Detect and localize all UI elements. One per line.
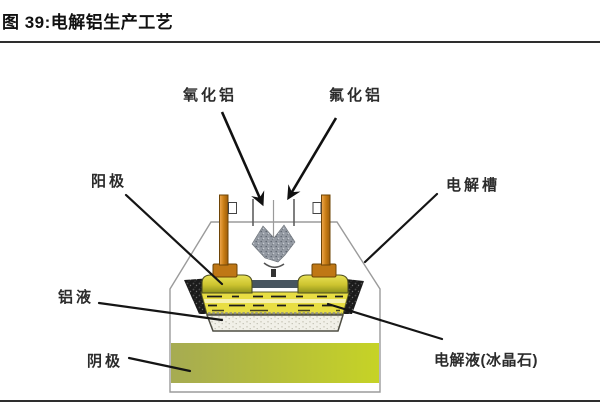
- anode-yoke-right: [311, 263, 337, 278]
- electrolyte-pale-band: [204, 299, 346, 303]
- rod-clamp-left: [228, 202, 237, 214]
- figure-title: 图 39:电解铝生产工艺: [2, 13, 174, 32]
- aluminum-layer: [205, 314, 345, 332]
- fluoride-feed-arrow: [287, 117, 338, 201]
- alumina-feed-arrow: [220, 111, 265, 207]
- rod-clamp-right: [312, 202, 322, 214]
- anode-label: 阳极: [91, 172, 127, 190]
- alumina-label: 氧化铝: [182, 86, 237, 104]
- electrolyte-callout-line: [326, 302, 444, 341]
- electrolyte-cryolite-label: 电解液(冰晶石): [434, 351, 538, 369]
- anode-yoke-left: [212, 263, 238, 278]
- anode-rod-right: [321, 194, 331, 266]
- anode-block-left: [201, 274, 253, 294]
- aluminum-liquid-label: 铝液: [58, 288, 94, 306]
- anode-rod-left: [219, 194, 229, 266]
- alumina-pile: [251, 224, 296, 263]
- anode-blocks: [201, 274, 349, 294]
- crust-breaker-tip: [271, 269, 276, 277]
- feed-arrows: [220, 111, 338, 207]
- bottom-rule: [0, 400, 600, 402]
- anode-beam: [250, 280, 300, 288]
- crust-breaker-arc: [263, 262, 285, 269]
- aluminum-layer-group: [205, 312, 345, 332]
- electrolyte-bath: [200, 291, 350, 315]
- diagram-labels: 氧化铝 氟化铝 阳极 电解槽 铝液 阴极 电解液(冰晶石): [58, 86, 538, 370]
- figure-header: 图 39:电解铝生产工艺: [0, 0, 600, 43]
- aluminum-fluoride-label: 氟化铝: [329, 86, 383, 104]
- cell-callout-line: [363, 192, 439, 264]
- feed-hopper: [251, 199, 296, 277]
- callout-lines: [97, 192, 444, 373]
- cathode-slab: [171, 343, 379, 383]
- anode-callout-line: [124, 193, 224, 286]
- aluminum-callout-line: [97, 301, 224, 322]
- anode-rods: [212, 194, 337, 278]
- cathode-label: 阴极: [87, 352, 123, 370]
- electrolysis-cell-label: 电解槽: [446, 176, 500, 194]
- anode-block-right: [297, 274, 349, 294]
- cathode-callout-line: [127, 356, 192, 373]
